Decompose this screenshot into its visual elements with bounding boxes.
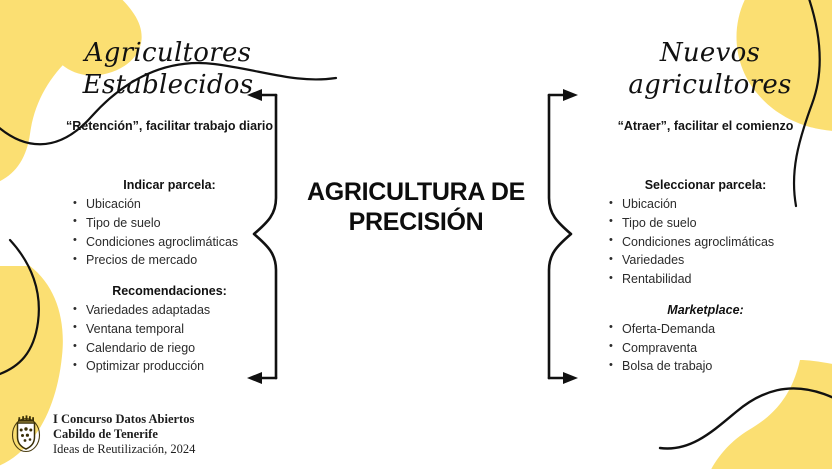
right-group-1: Seleccionar parcela: Ubicación Tipo de s… <box>598 178 813 289</box>
wavy-line-bottom-left <box>0 238 40 376</box>
footer-line-2: Cabildo de Tenerife <box>53 426 158 441</box>
footer-line-3: Ideas de Reutilización, 2024 <box>53 441 196 456</box>
list-item: Compraventa <box>609 339 813 358</box>
footer-text-block: I Concurso Datos Abiertos Cabildo de Ten… <box>53 412 195 456</box>
wavy-line-top-right <box>792 0 821 208</box>
list-item: Calendario de riego <box>73 339 277 358</box>
right-group-2-title: Marketplace: <box>667 302 744 317</box>
right-column-heading: Nuevos agricultores <box>628 38 792 100</box>
right-brace <box>547 93 573 380</box>
right-column-subheading: “Atraer”, facilitar el comienzo <box>617 119 794 133</box>
right-group-2-list: Oferta-Demanda Compraventa Bolsa de trab… <box>598 320 813 376</box>
list-item: Ubicación <box>609 196 813 214</box>
left-column-subheading: “Retención”, facilitar trabajo diario <box>66 119 273 133</box>
list-item: Rentabilidad <box>609 271 813 289</box>
wavy-line-bottom-right <box>658 387 832 450</box>
list-item: Precios de mercado <box>73 252 277 270</box>
left-group-1-title: Indicar parcela: <box>123 178 216 192</box>
right-column-content: Seleccionar parcela: Ubicación Tipo de s… <box>598 178 813 377</box>
right-group-1-list: Ubicación Tipo de suelo Condiciones agro… <box>598 196 813 289</box>
left-column-content: Indicar parcela: Ubicación Tipo de suelo… <box>62 178 277 377</box>
list-item: Oferta-Demanda <box>609 320 813 339</box>
list-item: Tipo de suelo <box>73 214 277 233</box>
right-group-2: Marketplace: Oferta-Demanda Compraventa … <box>598 303 813 376</box>
right-group-1-title: Seleccionar parcela: <box>644 178 767 192</box>
right-brace-arrowheads <box>563 89 578 384</box>
left-column-heading: Agricultores Establecidos <box>82 38 254 100</box>
left-group-1: Indicar parcela: Ubicación Tipo de suelo… <box>62 178 277 270</box>
list-item: Ventana temporal <box>73 320 277 339</box>
list-item: Optimizar producción <box>73 358 277 376</box>
left-group-2-list: Variedades adaptadas Ventana temporal Ca… <box>62 302 277 376</box>
left-group-1-list: Ubicación Tipo de suelo Condiciones agro… <box>62 196 277 270</box>
footer: I Concurso Datos Abiertos Cabildo de Ten… <box>8 412 195 456</box>
list-item: Bolsa de trabajo <box>609 358 813 376</box>
left-group-2: Recomendaciones: Variedades adaptadas Ve… <box>62 284 277 376</box>
left-group-2-title: Recomendaciones: <box>112 284 227 298</box>
list-item: Variedades <box>609 252 813 270</box>
footer-line-1: I Concurso Datos Abiertos <box>53 412 195 426</box>
list-item: Condiciones agroclimáticas <box>609 233 813 252</box>
list-item: Ubicación <box>73 196 277 214</box>
page-title: AGRICULTURA DE PRECISIÓN <box>306 178 525 236</box>
list-item: Condiciones agroclimáticas <box>73 233 277 252</box>
cabildo-de-tenerife-logo-icon <box>11 415 41 453</box>
list-item: Tipo de suelo <box>609 214 813 233</box>
list-item: Variedades adaptadas <box>73 302 277 320</box>
